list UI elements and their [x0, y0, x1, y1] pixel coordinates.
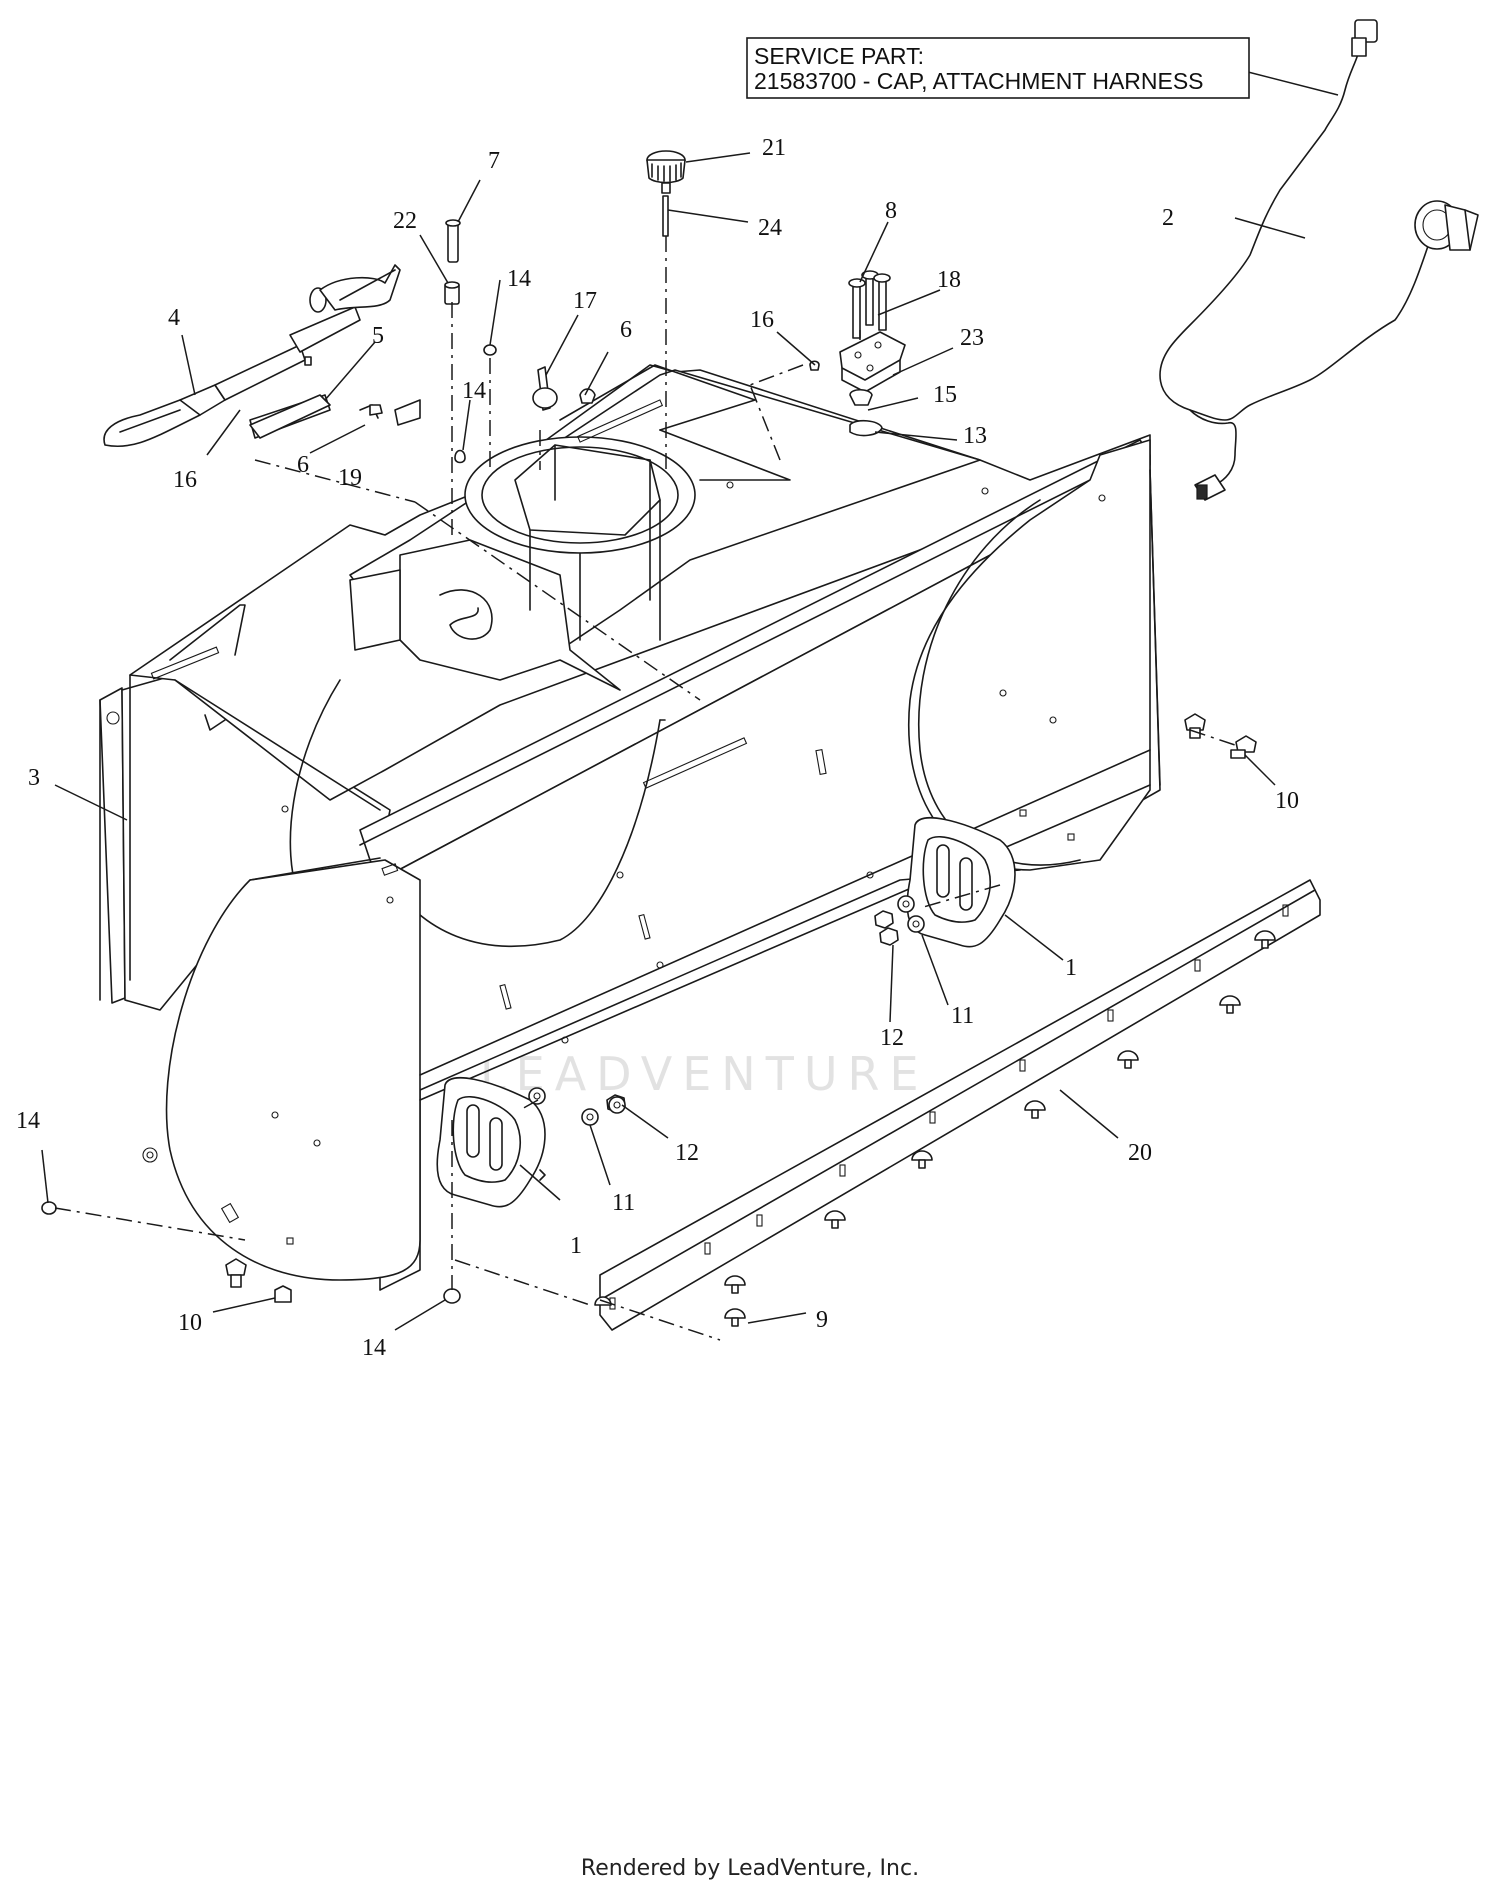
callout-24: 24 — [758, 215, 782, 241]
callout-10-right: 10 — [1275, 788, 1299, 814]
callout-19: 19 — [338, 465, 362, 491]
deflector-knob — [646, 150, 686, 237]
service-part-box — [746, 37, 1250, 99]
callout-5: 5 — [372, 323, 384, 349]
callout-13: 13 — [963, 423, 987, 449]
assembly-lines — [54, 236, 1236, 1341]
callout-7: 7 — [488, 148, 500, 174]
callout-9: 9 — [816, 1307, 828, 1333]
skid-shoe-right — [906, 817, 1016, 948]
skid-shoe-left — [436, 1077, 546, 1208]
rendered-by-footer: Rendered by LeadVenture, Inc. — [580, 1856, 920, 1881]
callout-12-left: 12 — [675, 1140, 699, 1166]
scraper-bar — [599, 879, 1321, 1331]
callout-21: 21 — [762, 135, 786, 161]
callout-14-top: 14 — [507, 266, 531, 292]
callout-22: 22 — [393, 208, 417, 234]
carriage-bolts — [594, 930, 1276, 1327]
end-bolts — [225, 713, 1257, 1303]
service-part-note: SERVICE PART: 21583700 - CAP, ATTACHMENT… — [746, 37, 1250, 99]
callout-2: 2 — [1162, 205, 1174, 231]
knob-nuts — [41, 344, 497, 1304]
service-part-heading: SERVICE PART: — [754, 43, 924, 69]
callout-14-bottom: 14 — [362, 1335, 386, 1361]
callout-18: 18 — [937, 267, 961, 293]
callout-1-right: 1 — [1065, 955, 1077, 981]
callout-16-left: 16 — [173, 467, 197, 493]
callout-6-left: 6 — [297, 452, 309, 478]
chute-brackets — [249, 366, 596, 439]
attachment-harness — [1159, 19, 1479, 501]
callout-10-left: 10 — [178, 1310, 202, 1336]
pin-sleeve — [444, 219, 461, 305]
service-part-description: 21583700 - CAP, ATTACHMENT HARNESS — [754, 68, 1204, 94]
callout-1-left: 1 — [570, 1233, 582, 1259]
auger-housing — [99, 364, 1161, 1291]
callout-17: 17 — [573, 288, 597, 314]
callout-labels: 1 1 2 3 4 5 6 6 7 8 9 10 10 11 11 12 12 … — [16, 135, 1299, 1361]
deflector-bracket — [809, 270, 906, 437]
callout-6-right: 6 — [620, 317, 632, 343]
callout-20: 20 — [1128, 1140, 1152, 1166]
callout-11-left: 11 — [612, 1190, 635, 1216]
callout-15: 15 — [933, 382, 957, 408]
callout-23: 23 — [960, 325, 984, 351]
callout-16-right: 16 — [750, 307, 774, 333]
watermark-text: LEADVENTURE — [480, 1047, 929, 1101]
callout-14-left: 14 — [16, 1108, 40, 1134]
chute-crank — [103, 264, 401, 448]
shoe-hardware — [528, 895, 925, 1126]
callout-4: 4 — [168, 305, 180, 331]
callout-12-right: 12 — [880, 1025, 904, 1051]
callout-14-mid: 14 — [462, 378, 486, 404]
callout-8: 8 — [885, 198, 897, 224]
callout-3: 3 — [28, 765, 40, 791]
callout-11-right: 11 — [951, 1003, 974, 1029]
callout-leaders — [41, 71, 1339, 1331]
